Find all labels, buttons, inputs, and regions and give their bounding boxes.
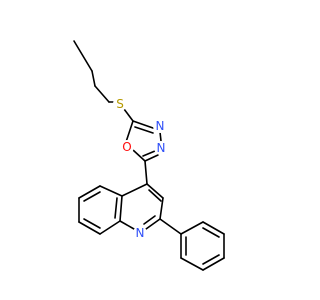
bond-ring-n3-n4 [159,131,162,142]
bond-ring-n4-c5 [144,154,159,162]
oxadiazole-nitrogen-bottom: N [154,141,168,155]
bond-q-c4a-c4 [121,183,148,197]
oxygen-label: O [122,140,131,154]
bond-q-c2-n1 [145,218,161,230]
bond-butyl-2 [91,70,96,87]
sulfur-atom: S [113,97,127,111]
bond-ring-c2-n3 [132,120,154,129]
bond-ph-1-2 [180,221,204,235]
bond-q-c4a-c5 [99,185,123,197]
bond-q-c4-c3 [146,183,164,199]
nitrogen-label-bottom: N [157,141,166,155]
bond-ph-4-5 [202,257,225,271]
sulfur-label: S [116,97,124,111]
bond-q-c8-c8a [99,220,121,235]
bond-ring-c2-n3-double [134,126,154,134]
bond-ring-o1-c2 [125,120,134,143]
bond-ph-5-6 [180,257,204,271]
bond-q-c7-c8-double [83,218,101,229]
nitrogen-label-quinoline: N [136,226,145,240]
bond-ph-4-5-double [202,254,220,265]
bond-q-n1-c8a [119,220,135,230]
chemical-structure-diagram: S O N N N [73,40,225,271]
bond-butyl-3 [94,85,110,103]
bond-q-c5-c6-double [83,191,101,202]
bond-q-c4-c3-double [148,189,162,202]
atom-labels: S O N N N [113,97,168,240]
bond-butyl-1 [73,40,93,72]
bond-q-c8a-c4a-double [114,197,118,219]
bond-q-c5-c6 [78,185,101,199]
bonds [73,40,225,271]
bond-q-c2-n1-double [143,215,156,225]
bond-q-c3-c2 [159,197,164,220]
oxadiazole-nitrogen-top: N [153,119,167,133]
bond-ring-n4-c5-double [142,150,156,157]
bond-ring-c5-o1 [132,149,146,162]
bond-q-c7-c8 [78,221,101,235]
nitrogen-label-top: N [156,119,165,133]
bond-s-ring [123,108,134,122]
bond-quinoline-phenyl [159,218,182,235]
bond-q-c8a-c4a [119,195,123,222]
bond-oxadiazole-quinoline [144,160,148,185]
bond-ph-2-3-double [202,227,220,238]
bond-ph-2-3 [202,221,225,235]
oxygen-atom: O [120,140,134,154]
quinoline-nitrogen: N [133,226,147,240]
